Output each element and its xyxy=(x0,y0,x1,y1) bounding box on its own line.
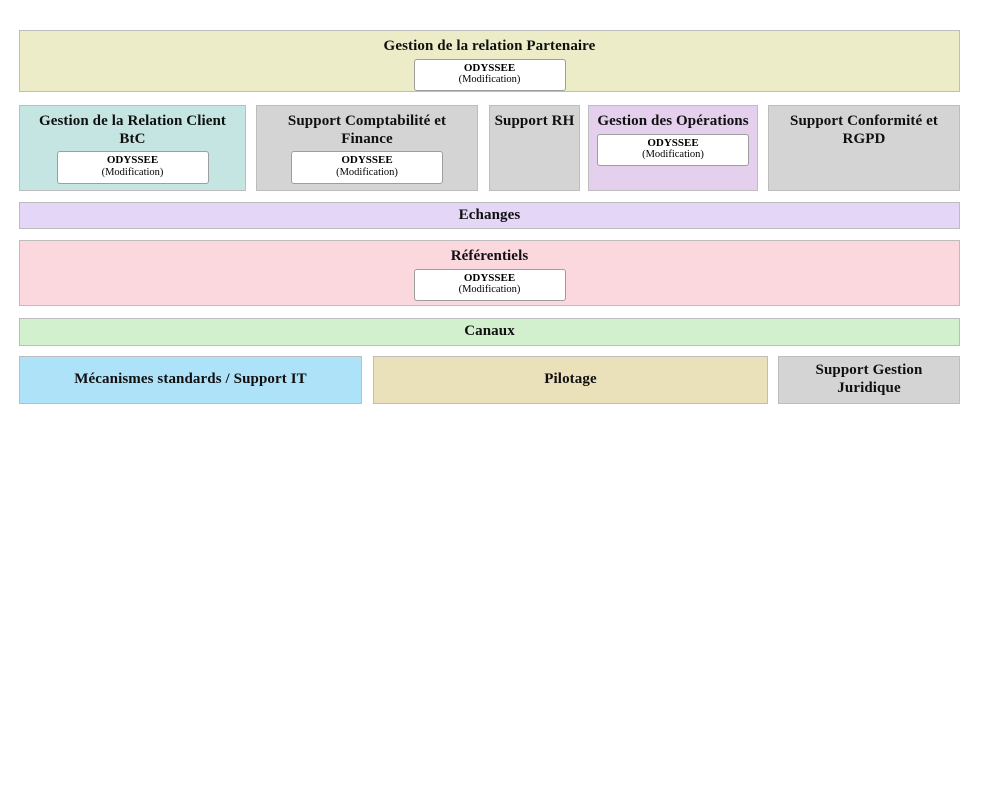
app-chip-gestion-relation-client-btc[interactable]: ODYSSEE(Modification) xyxy=(56,151,209,184)
block-title-mecanismes-standards-support-it: Mécanismes standards / Support IT xyxy=(74,371,307,388)
block-support-gestion-juridique[interactable]: Support Gestion Juridique xyxy=(778,356,960,404)
block-mecanismes-standards-support-it[interactable]: Mécanismes standards / Support IT xyxy=(19,356,362,404)
app-chip-name: ODYSSEE xyxy=(463,271,516,284)
app-chip-gestion-des-operations[interactable]: ODYSSEE(Modification) xyxy=(597,133,749,166)
app-chip-name: ODYSSEE xyxy=(106,154,159,167)
app-chip-name: ODYSSEE xyxy=(341,154,393,167)
app-chip-state: (Modification) xyxy=(336,167,398,179)
block-title-support-conformite-rgpd: Support Conformité et RGPD xyxy=(790,113,938,147)
block-title-pilotage: Pilotage xyxy=(544,371,597,388)
block-gestion-relation-client-btc[interactable]: Gestion de la Relation Client BtC ODYSSEE… xyxy=(19,105,246,191)
block-title-canaux: Canaux xyxy=(464,323,515,340)
block-canaux[interactable]: Canaux xyxy=(19,318,960,346)
block-echanges[interactable]: Echanges xyxy=(19,202,960,229)
app-chip-referentiels[interactable]: ODYSSEE(Modification) xyxy=(413,268,566,301)
app-chip-name: ODYSSEE xyxy=(647,136,699,149)
block-title-support-gestion-juridique: Support Gestion Juridique xyxy=(815,362,923,396)
app-chip-gestion-relation-partenaire[interactable]: ODYSSEE(Modification) xyxy=(413,58,566,91)
block-title-gestion-relation-partenaire: Gestion de la relation Partenaire xyxy=(383,38,596,54)
app-chip-state: (Modification) xyxy=(101,167,164,179)
block-title-support-rh: Support RH xyxy=(494,113,575,129)
app-chip-support-comptabilite-finance[interactable]: ODYSSEE(Modification) xyxy=(291,151,443,184)
block-support-rh[interactable]: Support RH xyxy=(489,105,580,191)
block-support-conformite-rgpd[interactable]: Support Conformité et RGPD xyxy=(768,105,960,191)
app-chip-state: (Modification) xyxy=(458,74,521,86)
block-pilotage[interactable]: Pilotage xyxy=(373,356,768,404)
block-title-gestion-relation-client-btc: Gestion de la Relation Client BtC xyxy=(38,113,227,147)
block-title-support-comptabilite-finance: Support Comptabilité et Finance xyxy=(287,113,447,147)
block-title-gestion-des-operations: Gestion des Opérations xyxy=(597,113,749,129)
app-chip-name: ODYSSEE xyxy=(463,61,516,74)
block-title-echanges: Echanges xyxy=(458,206,521,223)
app-chip-state: (Modification) xyxy=(458,284,521,296)
app-chip-state: (Modification) xyxy=(642,149,704,161)
block-title-referentiels: Référentiels xyxy=(450,248,529,264)
